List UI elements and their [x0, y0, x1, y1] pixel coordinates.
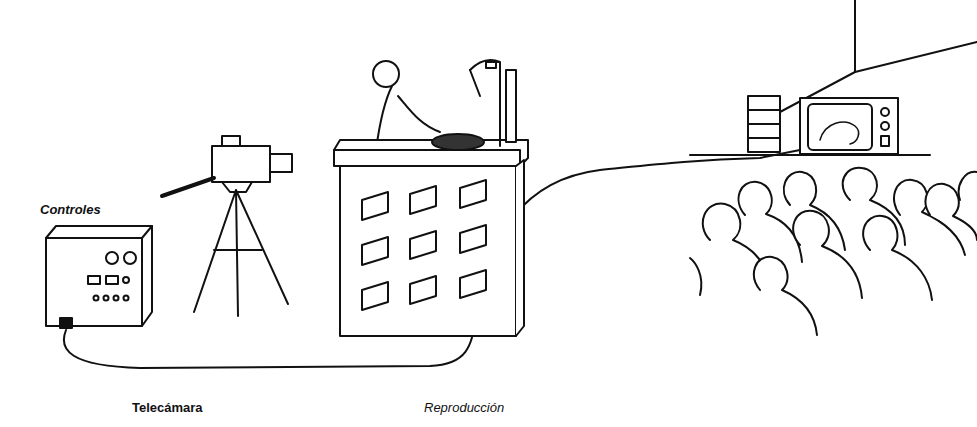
controls-box [46, 226, 152, 328]
cable [64, 150, 800, 368]
room-lines [780, 0, 977, 112]
audience [690, 168, 977, 335]
telecamera [162, 136, 292, 316]
part-name: Telecámara [132, 400, 203, 415]
tv-set [800, 98, 898, 154]
lab-bench [334, 60, 528, 336]
part-name: Controles [40, 202, 101, 217]
shelf [690, 96, 930, 155]
part-name: Reproducción [424, 400, 504, 415]
